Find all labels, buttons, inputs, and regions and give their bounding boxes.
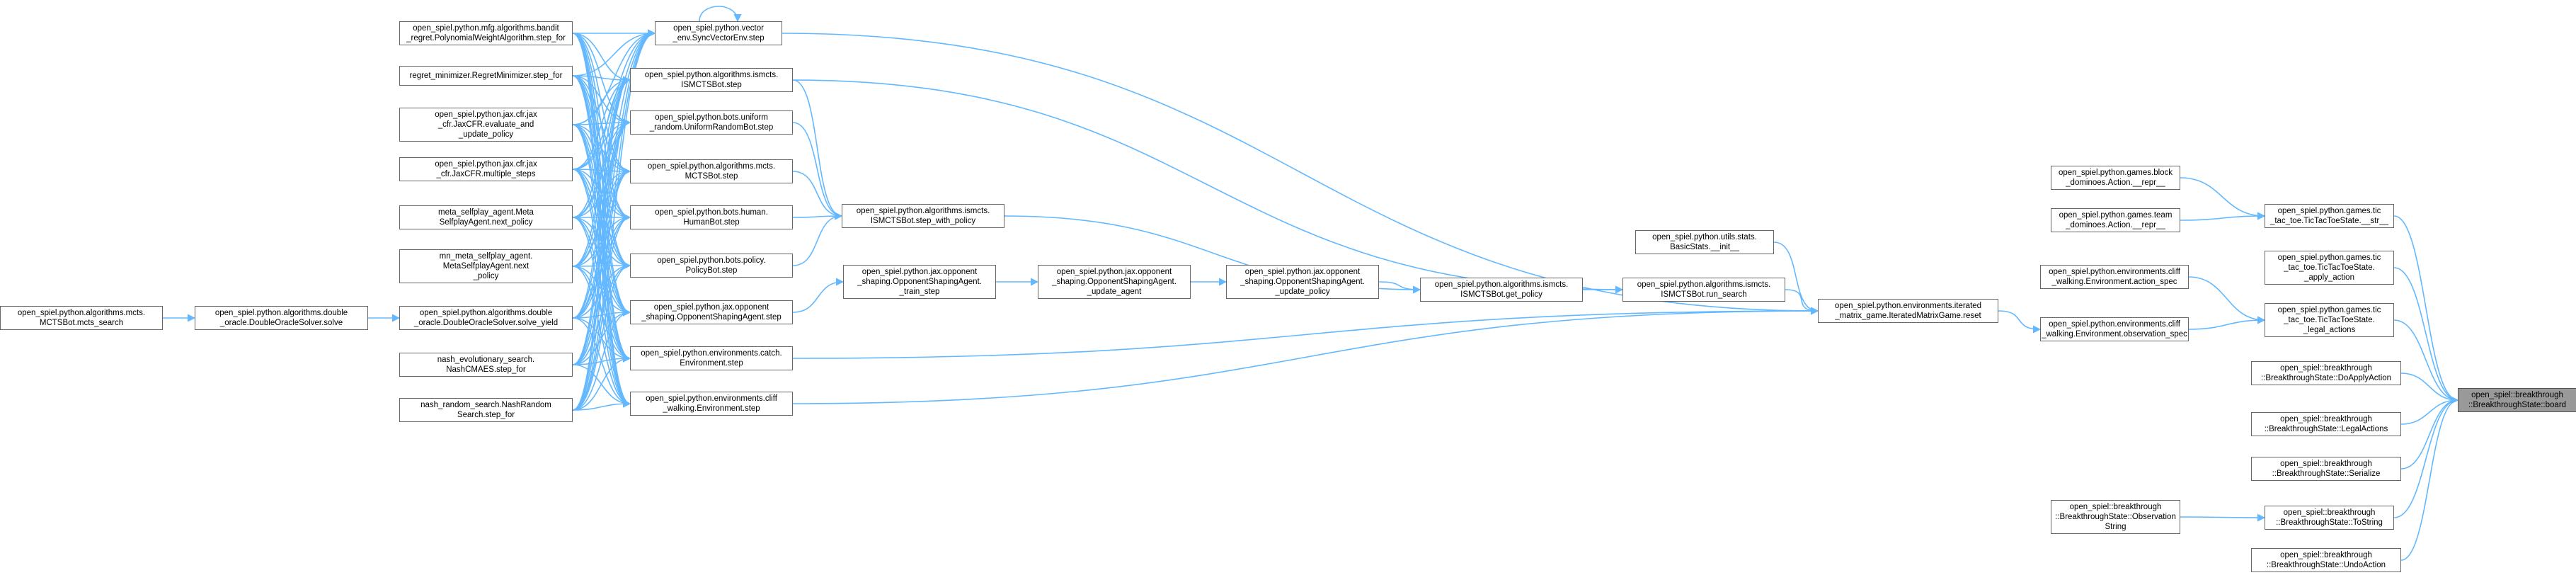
- edge-n-mcts-step-to-n-stepwp: [792, 171, 843, 220]
- graph-node-n-legalacts[interactable]: open_spiel::breakthrough ::BreakthroughS…: [2251, 412, 2401, 436]
- graph-node-n-cliff-as[interactable]: open_spiel.python.environments.cliff _wa…: [2040, 265, 2189, 289]
- edge-n-nes-to-n-ismcts-step: [572, 76, 631, 365]
- graph-node-n-dosolve-yield[interactable]: open_spiel.python.algorithms.double _ora…: [399, 306, 573, 330]
- edge-layer: [163, 6, 2459, 561]
- edge-n-nrs-to-n-os-step: [572, 308, 631, 411]
- graph-node-n-mcts-search[interactable]: open_spiel.python.algorithms.mcts. MCTSB…: [0, 306, 163, 330]
- edge-n-regret-to-n-ismcts-step: [572, 75, 631, 84]
- edge-n-stats-to-n-reset: [1773, 241, 1819, 315]
- edge-n-cfr-multi-to-n-ismcts-step: [572, 76, 631, 170]
- graph-node-n-mnmeta[interactable]: mn_meta_selfplay_agent. MetaSelfplayAgen…: [399, 249, 573, 283]
- edge-n-doapply-to-r: [2400, 373, 2459, 404]
- graph-node-n-undo[interactable]: open_spiel::breakthrough ::BreakthroughS…: [2251, 548, 2401, 572]
- graph-node-n-catch[interactable]: open_spiel.python.environments.catch. En…: [630, 346, 793, 370]
- graph-node-n-stepwp[interactable]: open_spiel.python.algorithms.ismcts. ISM…: [842, 204, 1004, 228]
- graph-node-r[interactable]: open_spiel::breakthrough ::BreakthroughS…: [2458, 388, 2576, 412]
- graph-node-n-runsearch[interactable]: open_spiel.python.algorithms.ismcts. ISM…: [1622, 278, 1785, 302]
- graph-node-n-serialize[interactable]: open_spiel::breakthrough ::BreakthroughS…: [2251, 457, 2401, 481]
- edge-n-nrs-to-n-ismcts-step: [572, 76, 631, 411]
- edge-n-ismcts-step-to-n-stepwp: [792, 79, 843, 220]
- graph-node-n-cfr-multi[interactable]: open_spiel.python.jax.cfr.jax _cfr.JaxCF…: [399, 157, 573, 181]
- graph-node-n-mcts-step[interactable]: open_spiel.python.algorithms.mcts. MCTSB…: [630, 159, 793, 183]
- graph-node-n-human[interactable]: open_spiel.python.bots.human. HumanBot.s…: [630, 205, 793, 229]
- edge-n-cfr-multi-to-n-vec: [572, 29, 656, 170]
- graph-node-n-upd-agent[interactable]: open_spiel.python.jax.opponent _shaping.…: [1038, 265, 1191, 299]
- graph-node-n-nes[interactable]: nash_evolutionary_search. NashCMAES.step…: [399, 353, 573, 377]
- graph-node-n-ismcts-step[interactable]: open_spiel.python.algorithms.ismcts. ISM…: [630, 68, 793, 92]
- graph-node-n-vec[interactable]: open_spiel.python.vector _env.SyncVector…: [655, 21, 782, 45]
- edge-n-regret-to-n-uniform: [572, 75, 631, 127]
- graph-node-n-str[interactable]: open_spiel.python.games.tic _tac_toe.Tic…: [2265, 204, 2394, 228]
- edge-n-os-step-to-n-train-step: [792, 278, 845, 313]
- edge-n-ismcts-step-to-n-runsearch: [792, 79, 1624, 294]
- graph-node-n-dosolve[interactable]: open_spiel.python.algorithms.double _ora…: [195, 306, 368, 330]
- graph-node-n-reset[interactable]: open_spiel.python.environments.iterated …: [1818, 299, 1998, 323]
- edge-n-meta-to-n-ismcts-step: [572, 76, 631, 218]
- graph-node-n-train-step[interactable]: open_spiel.python.jax.opponent _shaping.…: [843, 265, 996, 299]
- graph-node-n-stats[interactable]: open_spiel.python.utils.stats. BasicStat…: [1635, 230, 1774, 254]
- edge-n-vec-to-n-vec: [699, 6, 742, 23]
- edge-n-reset-to-n-cliff-os: [1998, 310, 2042, 334]
- edge-n-block-to-n-str: [2180, 177, 2266, 220]
- edge-n-cliff-step-to-n-reset: [792, 307, 1819, 404]
- edge-n-dosolve-yield-to-n-ismcts-step: [572, 76, 631, 319]
- graph-node-n-obsstr[interactable]: open_spiel::breakthrough ::BreakthroughS…: [2051, 500, 2180, 534]
- edge-n-undo-to-r: [2400, 396, 2459, 561]
- edge-n-nrs-to-n-policybot: [572, 261, 631, 411]
- graph-node-n-tostring[interactable]: open_spiel::breakthrough ::BreakthroughS…: [2265, 506, 2394, 530]
- edge-n-catch-to-n-reset: [792, 307, 1819, 359]
- graph-node-n-regret[interactable]: regret_minimizer.RegretMinimizer.step_fo…: [399, 66, 573, 86]
- edge-n-uniform-to-n-stepwp: [792, 122, 843, 220]
- graph-node-n-uniform[interactable]: open_spiel.python.bots.uniform _random.U…: [630, 110, 793, 135]
- edge-n-runsearch-to-n-reset: [1785, 289, 1819, 315]
- edge-n-team-to-n-str: [2180, 212, 2266, 221]
- edge-n-apply-to-r: [2393, 267, 2459, 404]
- edge-n-nrs-to-n-human: [572, 213, 631, 411]
- graph-node-n-getpolicy[interactable]: open_spiel.python.algorithms.ismcts. ISM…: [1420, 278, 1583, 302]
- edge-n-nrs-to-n-vec: [572, 29, 656, 411]
- edge-n-dosolve-yield-to-n-vec: [572, 29, 656, 319]
- graph-node-n-meta[interactable]: meta_selfplay_agent.Meta SelfplayAgent.n…: [399, 205, 573, 229]
- edge-n-cfr-eval-to-n-ismcts-step: [572, 76, 631, 125]
- graph-node-n-team[interactable]: open_spiel.python.games.team _dominoes.A…: [2051, 208, 2180, 232]
- edge-n-regret-to-n-vec: [572, 29, 656, 76]
- edge-n-cliff-os-to-n-legal: [2188, 316, 2266, 330]
- edge-n-nrs-to-n-mcts-step: [572, 167, 631, 411]
- edge-n-mnmeta-to-n-ismcts-step: [572, 76, 631, 267]
- edge-n-vec-to-n-reset: [782, 33, 1819, 315]
- graph-node-n-policybot[interactable]: open_spiel.python.bots.policy. PolicyBot…: [630, 254, 793, 278]
- graph-node-n-cliff-step[interactable]: open_spiel.python.environments.cliff _wa…: [630, 392, 793, 416]
- edge-n-obsstr-to-n-tostring: [2180, 513, 2266, 522]
- edge-n-legalacts-to-r: [2400, 396, 2459, 425]
- edge-n-human-to-n-stepwp: [792, 212, 843, 220]
- graph-node-n-os-step[interactable]: open_spiel.python.jax.opponent _shaping.…: [630, 300, 793, 324]
- graph-node-n-nrs[interactable]: nash_random_search.NashRandom Search.ste…: [399, 398, 573, 422]
- graph-node-n-cfr-eval[interactable]: open_spiel.python.jax.cfr.jax _cfr.JaxCF…: [399, 108, 573, 142]
- edge-n-nrs-to-n-uniform: [572, 118, 631, 411]
- graph-node-n-block[interactable]: open_spiel.python.games.block _dominoes.…: [2051, 166, 2180, 190]
- edge-n-tostring-to-r: [2393, 396, 2459, 518]
- edge-n-serialize-to-r: [2400, 396, 2459, 470]
- edge-n-legal-to-r: [2393, 319, 2459, 404]
- edge-n-nrs-to-n-catch: [572, 354, 631, 411]
- graph-node-n-bandit[interactable]: open_spiel.python.mfg.algorithms.bandit …: [399, 21, 573, 45]
- edge-n-nrs-to-n-cliff-step: [572, 399, 631, 411]
- edge-n-policybot-to-n-stepwp: [792, 212, 843, 266]
- graph-node-n-legal[interactable]: open_spiel.python.games.tic _tac_toe.Tic…: [2265, 303, 2394, 337]
- edge-n-str-to-r: [2393, 215, 2459, 404]
- graph-node-n-apply[interactable]: open_spiel.python.games.tic _tac_toe.Tic…: [2265, 251, 2394, 285]
- edge-n-cliff-as-to-n-legal: [2188, 276, 2266, 324]
- graph-node-n-doapply[interactable]: open_spiel::breakthrough ::BreakthroughS…: [2251, 361, 2401, 385]
- graph-node-n-upd-pol[interactable]: open_spiel.python.jax.opponent _shaping.…: [1226, 265, 1379, 299]
- graph-node-n-cliff-os[interactable]: open_spiel.python.environments.cliff _wa…: [2040, 317, 2189, 341]
